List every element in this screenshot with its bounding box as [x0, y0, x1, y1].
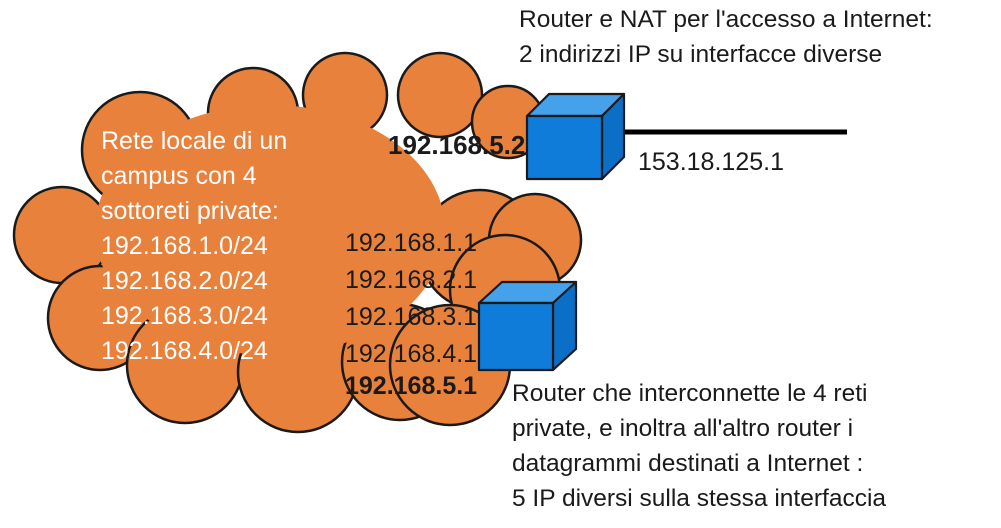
cloud-subnet: 192.168.1.0/24: [101, 232, 268, 260]
cube-front-face: [525, 114, 604, 181]
cloud-label-line: sottoreti private:: [101, 197, 279, 225]
interface-ip-label: 192.168.3.1: [345, 303, 478, 331]
nat-external-ip-label: 153.18.125.1: [638, 148, 784, 176]
cloud-label-line: Rete locale di un: [101, 127, 288, 155]
cube-front-face: [477, 301, 555, 372]
internal-router-ip-list: 192.168.1.1 192.168.2.1 192.168.3.1 192.…: [345, 225, 477, 373]
internal-router-caption-line: 5 IP diversi sulla stessa interfaccia: [512, 485, 887, 512]
nat-router-caption-line: 2 indirizzi IP su interfacce diverse: [519, 40, 883, 68]
internal-router-caption: Router che interconnette le 4 reti priva…: [512, 376, 886, 516]
cloud-subnet: 192.168.3.0/24: [101, 302, 268, 330]
internal-router-caption-line: datagrammi destinati a Internet :: [512, 450, 864, 477]
internal-router-caption-line: private, e inoltra all'altro router i: [512, 415, 854, 442]
interface-ip-label: 192.168.1.1: [345, 229, 478, 257]
campus-cloud-shape: [12, 51, 583, 434]
cloud-subnet: 192.168.2.0/24: [101, 267, 268, 295]
interface-ip-label: 192.168.2.1: [345, 266, 478, 294]
cloud-label-line: campus con 4: [101, 162, 257, 190]
cloud-body: [95, 105, 445, 355]
nat-router-caption-line: Router e NAT per l'accesso a Internet:: [519, 6, 933, 33]
internal-router-caption-line: Router che interconnette le 4 reti: [512, 380, 868, 407]
cloud-subnet: 192.168.4.0/24: [101, 337, 268, 365]
interface-ip-label: 192.168.4.1: [345, 340, 478, 368]
nat-internal-ip-label: 192.168.5.2: [388, 130, 526, 160]
internal-router-uplink-ip-label: 192.168.5.1: [345, 372, 478, 400]
nat-router-caption: Router e NAT per l'accesso a Internet: 2…: [519, 3, 933, 72]
cloud-bump: [396, 51, 484, 139]
cloud-label: Rete locale di un campus con 4 sottoreti…: [101, 124, 287, 369]
internal-router-cube: [477, 280, 578, 372]
nat-router-cube: [525, 92, 626, 181]
